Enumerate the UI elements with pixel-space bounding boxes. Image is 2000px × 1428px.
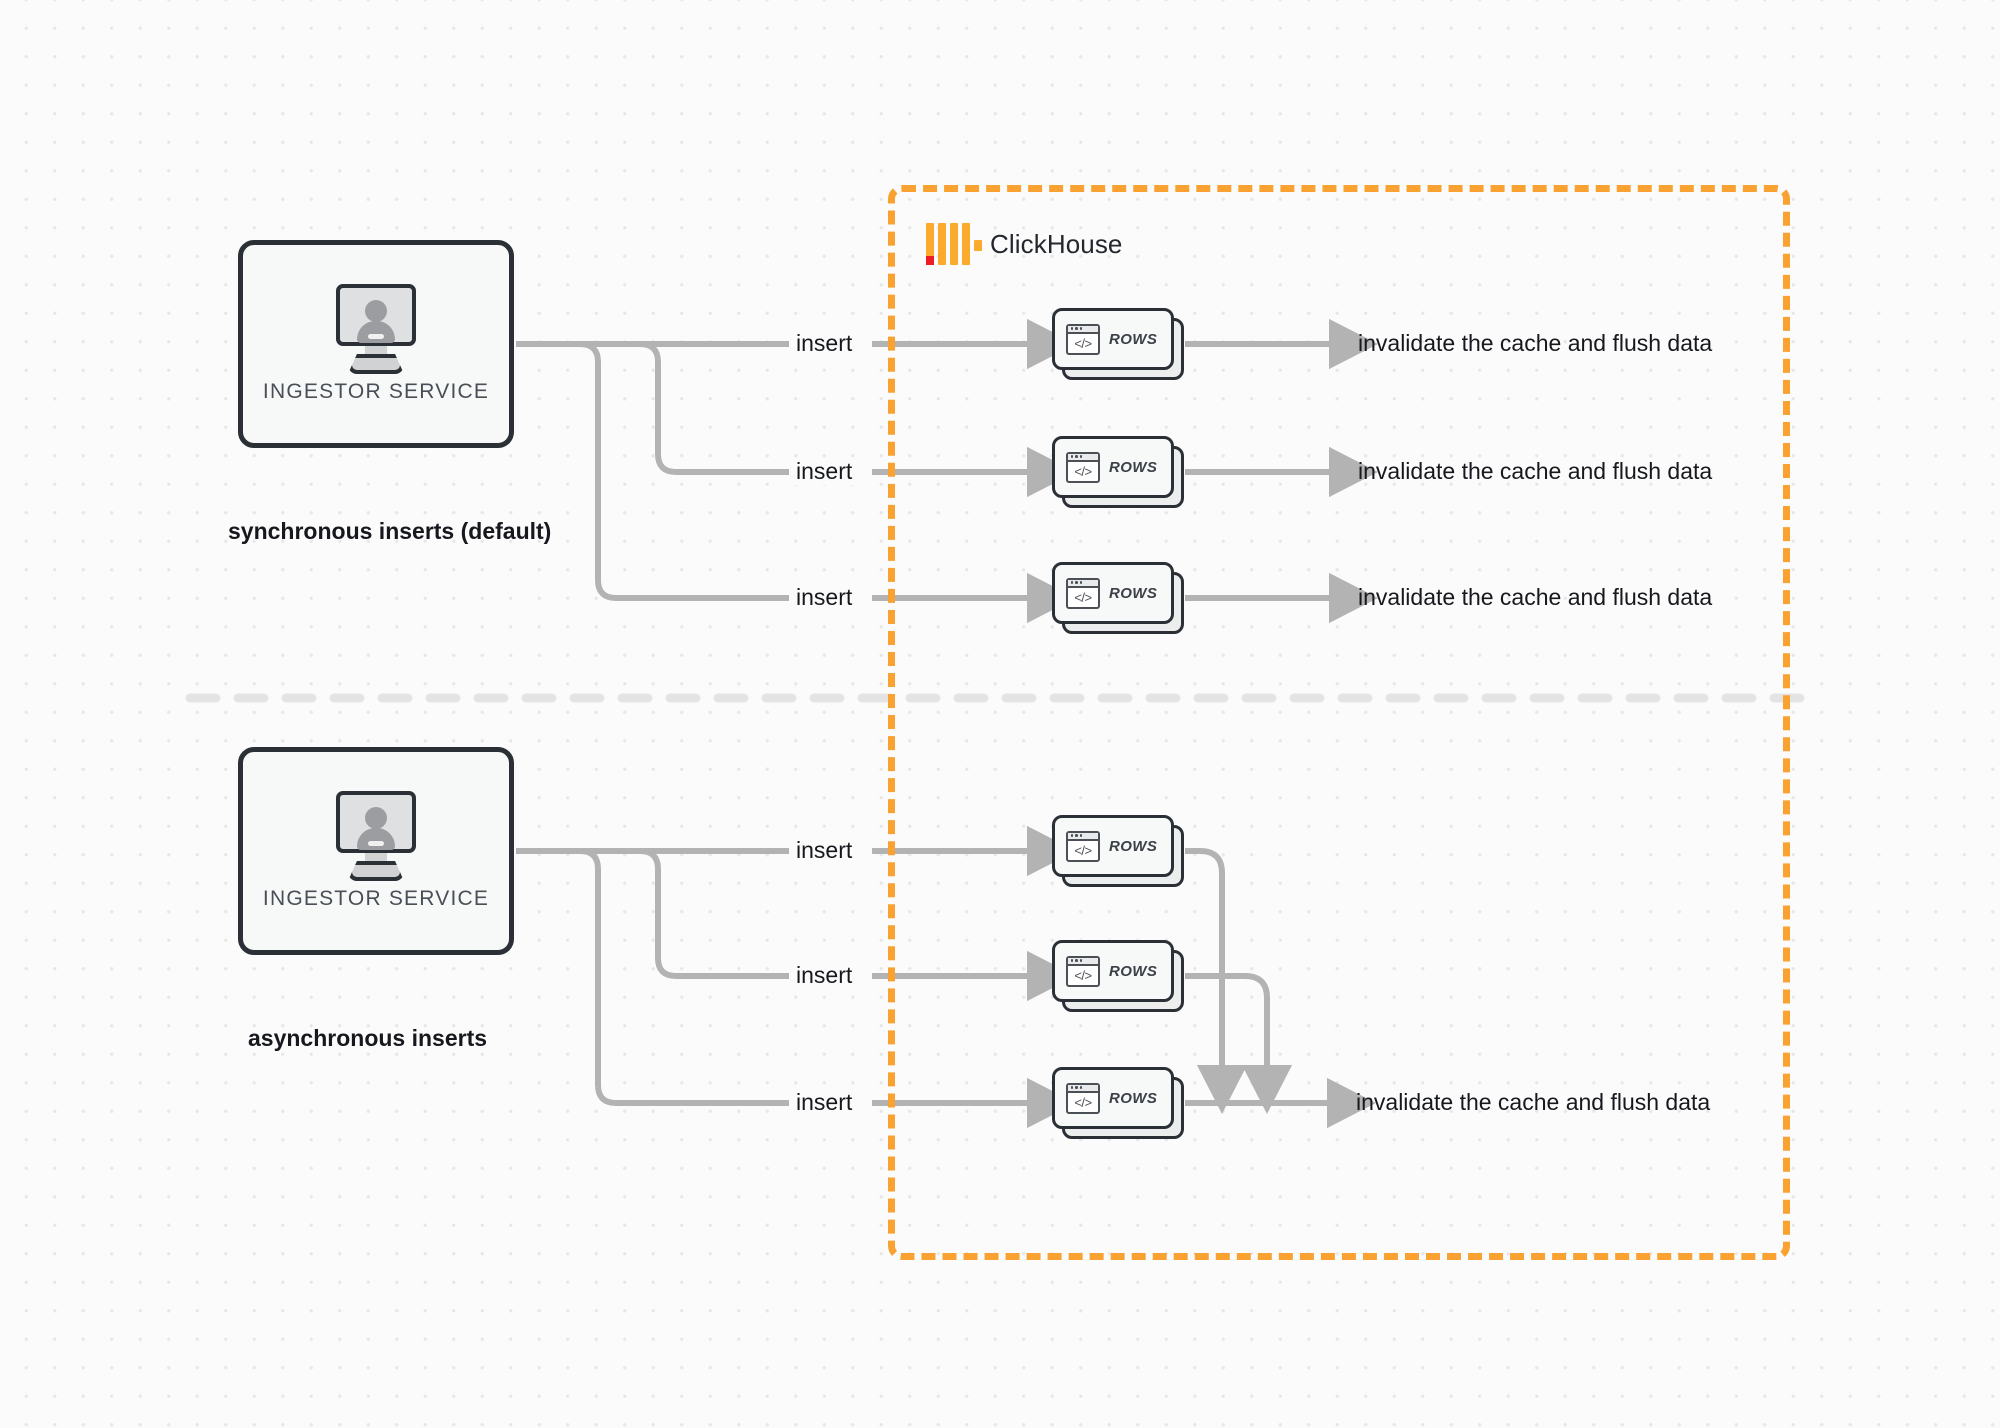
insert-label-sync-2: insert xyxy=(789,458,860,485)
clickhouse-logo-icon xyxy=(926,223,982,265)
result-label-sync-1: invalidate the cache and flush data xyxy=(1358,330,1713,356)
ingestor-service-label-sync: INGESTOR SERVICE xyxy=(262,380,490,403)
code-window-icon: </> xyxy=(1066,955,1100,987)
rows-node-label: ROWS xyxy=(1109,837,1158,855)
rows-node-label: ROWS xyxy=(1109,1089,1158,1107)
ingestor-service-async[interactable]: INGESTOR SERVICE xyxy=(238,747,514,955)
code-window-icon: </> xyxy=(1066,451,1100,483)
clickhouse-header: ClickHouse xyxy=(926,223,1123,265)
rows-node-label: ROWS xyxy=(1109,584,1158,602)
rows-node-label: ROWS xyxy=(1109,458,1158,476)
rows-node-label: ROWS xyxy=(1109,962,1158,980)
insert-label-sync-3: insert xyxy=(789,584,860,611)
rows-node-sync-1[interactable]: </> ROWS xyxy=(1052,308,1184,380)
code-window-icon: </> xyxy=(1066,577,1100,609)
section-caption-sync: synchronous inserts (default) xyxy=(228,518,552,544)
insert-label-async-1: insert xyxy=(789,837,860,864)
rows-node-sync-3[interactable]: </> ROWS xyxy=(1052,562,1184,634)
insert-label-async-2: insert xyxy=(789,962,860,989)
rows-node-sync-2[interactable]: </> ROWS xyxy=(1052,436,1184,508)
result-label-sync-3: invalidate the cache and flush data xyxy=(1358,584,1713,610)
monitor-user-icon xyxy=(328,284,424,376)
code-window-icon: </> xyxy=(1066,830,1100,862)
clickhouse-title: ClickHouse xyxy=(990,228,1123,259)
rows-node-async-3[interactable]: </> ROWS xyxy=(1052,1067,1184,1139)
result-label-async-merged: invalidate the cache and flush data xyxy=(1356,1089,1711,1115)
clickhouse-boundary xyxy=(888,185,1790,1260)
code-window-icon: </> xyxy=(1066,323,1100,355)
rows-node-async-1[interactable]: </> ROWS xyxy=(1052,815,1184,887)
insert-label-async-3: insert xyxy=(789,1089,860,1116)
monitor-user-icon xyxy=(328,791,424,883)
code-window-icon: </> xyxy=(1066,1082,1100,1114)
result-label-sync-2: invalidate the cache and flush data xyxy=(1358,458,1713,484)
ingestor-service-label-async: INGESTOR SERVICE xyxy=(262,887,490,910)
rows-node-label: ROWS xyxy=(1109,330,1158,348)
ingestor-service-sync[interactable]: INGESTOR SERVICE xyxy=(238,240,514,448)
rows-node-async-2[interactable]: </> ROWS xyxy=(1052,940,1184,1012)
section-caption-async: asynchronous inserts xyxy=(248,1025,488,1051)
insert-label-sync-1: insert xyxy=(789,330,860,357)
